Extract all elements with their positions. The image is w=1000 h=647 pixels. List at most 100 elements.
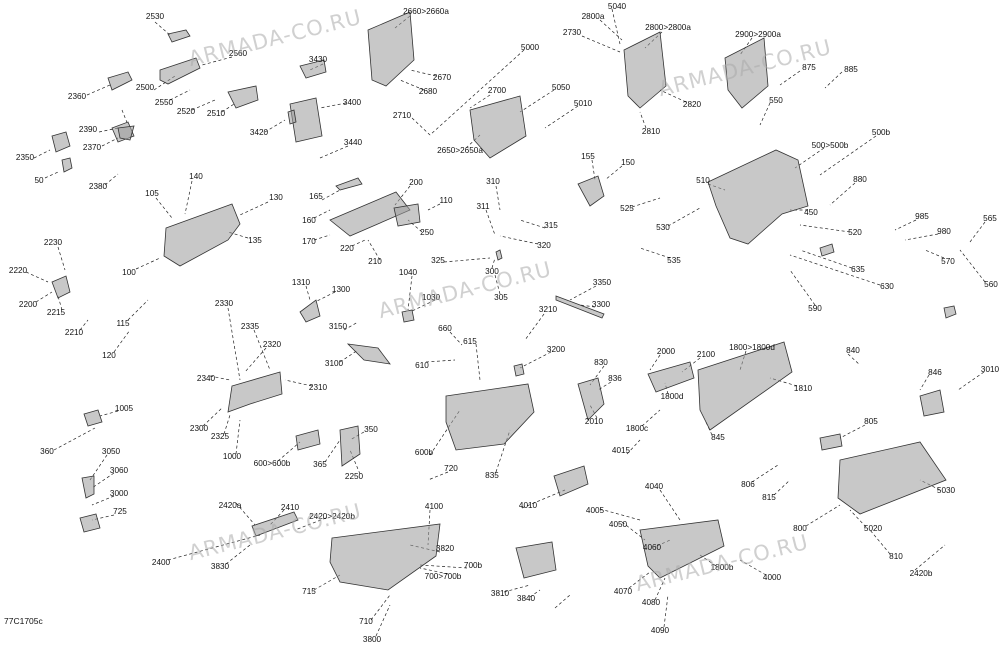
part-callout: 3200 [546,344,566,354]
part-callout: 165 [309,191,323,201]
part-callout: 2400 [151,557,171,567]
part-illustration [51,275,71,299]
leader-line [631,197,661,208]
part-callout: 2350 [15,152,35,162]
part-callout: 806 [741,479,755,489]
leader-line [628,571,651,589]
part-callout: 50 [34,175,44,185]
leader-line [191,99,216,111]
leader-line [324,439,341,463]
leader-line [407,275,413,311]
leader-line [419,564,468,569]
leader-line [579,304,596,308]
part-callout: 2300 [189,423,209,433]
leader-line [399,79,425,91]
part-callout: 105 [145,188,159,198]
part-illustration [335,177,363,191]
leader-line [839,424,866,439]
part-callout: 2700 [487,85,507,95]
part-callout: 3000 [109,488,129,498]
part-callout: 510 [696,175,710,185]
leader-line [86,84,111,96]
part-callout: 2310 [308,382,328,392]
leader-line [829,182,856,206]
part-callout: 305 [494,292,508,302]
leader-line [469,94,491,109]
part-callout: 2670 [432,72,452,82]
part-callout: 1040 [398,267,418,277]
part-callout: 4100 [424,501,444,511]
part-callout: 845 [711,432,725,442]
leader-line [649,354,661,371]
part-callout: 2420a [218,500,242,510]
leader-line [427,203,441,211]
leader-line [305,285,311,301]
part-callout: 320 [537,240,551,250]
leader-line [314,291,336,303]
part-callout: 2710 [392,110,412,120]
part-callout: 985 [915,211,929,221]
part-callout: 570 [941,256,955,266]
part-callout: 835 [485,470,499,480]
leader-line [924,249,945,259]
part-callout: 530 [656,222,670,232]
part-callout: 846 [928,367,942,377]
leader-line [443,257,491,263]
part-illustration [639,519,725,579]
part-callout: 1005 [114,403,134,413]
part-callout: 980 [937,226,951,236]
part-callout: 315 [544,220,558,230]
leader-line [33,149,51,159]
part-illustration [724,37,769,109]
part-callout: 700>700b [424,571,462,581]
part-callout: 3010 [980,364,1000,374]
part-callout: 560 [984,279,998,289]
leader-line [169,89,191,101]
leader-line [759,102,771,126]
part-callout: 310 [486,176,500,186]
part-illustration [299,299,321,323]
part-callout: 4015 [611,445,631,455]
part-callout: 885 [844,64,858,74]
part-callout: 3060 [109,465,129,475]
leader-line [321,189,341,201]
part-callout: 2550 [154,97,174,107]
part-illustration [577,377,605,421]
part-drawings [51,11,957,591]
leader-line [429,49,525,136]
part-callout: 1030 [421,292,441,302]
part-callout: 590 [808,303,822,313]
part-callout: 350 [364,424,378,434]
part-callout: 3810 [490,588,510,598]
part-illustration [79,513,101,533]
part-callout: 2660>2660a [403,6,449,16]
leader-line [79,319,89,331]
part-callout: 1000 [222,451,242,461]
part-callout: 1300 [331,284,351,294]
part-callout: 2230 [43,237,63,247]
part-illustration [647,361,695,393]
part-callout: 520 [848,227,862,237]
part-illustration [167,29,191,43]
part-illustration [943,305,957,319]
leader-line [339,349,359,363]
part-callout: 2680 [418,86,438,96]
part-callout: 115 [116,318,130,328]
leader-line [264,119,286,133]
part-callout: 2220 [8,265,28,275]
leader-line [411,117,431,136]
part-callout: 200 [409,177,423,187]
part-callout: 500b [871,127,891,137]
part-callout: 875 [802,62,816,72]
leader-line [495,429,511,473]
part-callout: 3440 [343,137,363,147]
part-illustration [117,125,135,141]
leader-line [789,254,881,286]
leader-line [409,69,437,77]
leader-line [969,221,986,243]
leader-line [904,233,939,241]
leader-line [57,295,63,311]
part-callout: 2250 [344,471,364,481]
part-callout: 2320 [262,339,282,349]
part-callout: 2800>2800a [645,22,691,32]
